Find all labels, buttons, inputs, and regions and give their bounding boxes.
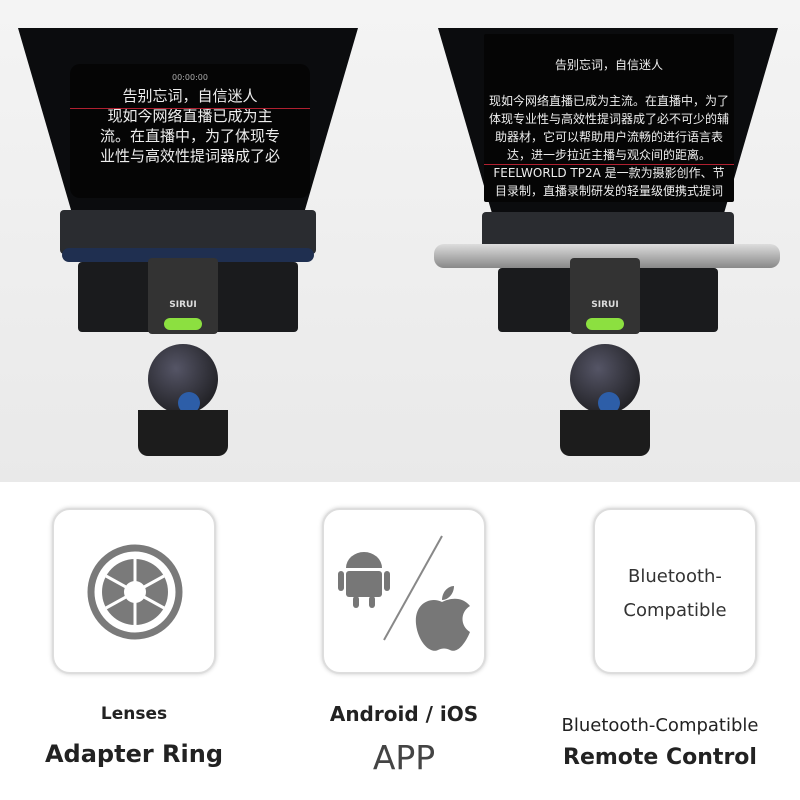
android-apple-icon (338, 535, 470, 651)
screen-line: 现如今网络直播已成为主 (107, 107, 273, 125)
timer: 00:00:00 (172, 73, 208, 82)
screen-line: 助器材，它可以帮助用户流畅的进行语言表 (494, 130, 723, 144)
teleprompter-left: 00:00:00 告别忘词，自信迷人 现如今网络直播已成为主 流。在直播中，为了… (18, 0, 358, 482)
feature-label: Android / iOS (329, 702, 479, 726)
phone-screen: 00:00:00 告别忘词，自信迷人 现如今网络直播已成为主 流。在直播中，为了… (70, 64, 310, 198)
lock-knob (178, 392, 200, 414)
brand-label: SIRUI (169, 300, 197, 310)
screen-line: 达，进一步拉近主播与观众间的距离。 (506, 148, 711, 162)
screen-line: FEELWORLD TP2A 是一款为摄影创作、节 (493, 166, 725, 180)
brand-label: SIRUI (591, 300, 619, 310)
aperture-icon (87, 544, 183, 640)
product-photo: 00:00:00 告别忘词，自信迷人 现如今网络直播已成为主 流。在直播中，为了… (0, 0, 800, 482)
panning-base (138, 410, 228, 456)
screen-line (484, 74, 734, 92)
screen-line: 目录制，直播录制研发的轻量级便携式提词 (494, 184, 723, 198)
feature-card-bluetooth: Bluetooth- Compatible (593, 508, 757, 674)
feature-label: Remote Control (563, 745, 757, 770)
panning-base (560, 410, 650, 456)
screen-line: 现如今网络直播已成为主流。在直播中，为了 (488, 94, 729, 108)
feature-label: Adapter Ring (44, 740, 224, 768)
screen-line: 业性与高效性提词器成了必 (99, 147, 280, 165)
reading-line (70, 108, 310, 109)
teleprompter-right: 告别忘词，自信迷人 现如今网络直播已成为主流。在直播中，为了 体现专业性与高效性… (434, 0, 780, 482)
screen-line: 流。在直播中，为了体现专 (99, 127, 280, 145)
bluetooth-text-icon: Bluetooth- Compatible (623, 566, 727, 621)
feature-card-app (322, 508, 486, 674)
feature-label: APP (372, 738, 436, 777)
screen-line: 体现专业性与高效性提词器成了必不可少的辅 (488, 112, 729, 126)
screen-line: 告别忘词，自信迷人 (554, 58, 663, 72)
prompter-glass: 告别忘词，自信迷人 现如今网络直播已成为主流。在直播中，为了 体现专业性与高效性… (484, 34, 734, 202)
bubble-level (164, 318, 202, 330)
bubble-level (586, 318, 624, 330)
reading-line (484, 164, 734, 165)
screen-line: 告别忘词，自信迷人 (122, 87, 258, 105)
phone-tray (60, 210, 316, 254)
feature-card-lens (52, 508, 216, 674)
phone (62, 248, 314, 262)
lock-knob (598, 392, 620, 414)
feature-label: Lenses (100, 704, 168, 724)
feature-label: Bluetooth-Compatible (561, 715, 759, 736)
